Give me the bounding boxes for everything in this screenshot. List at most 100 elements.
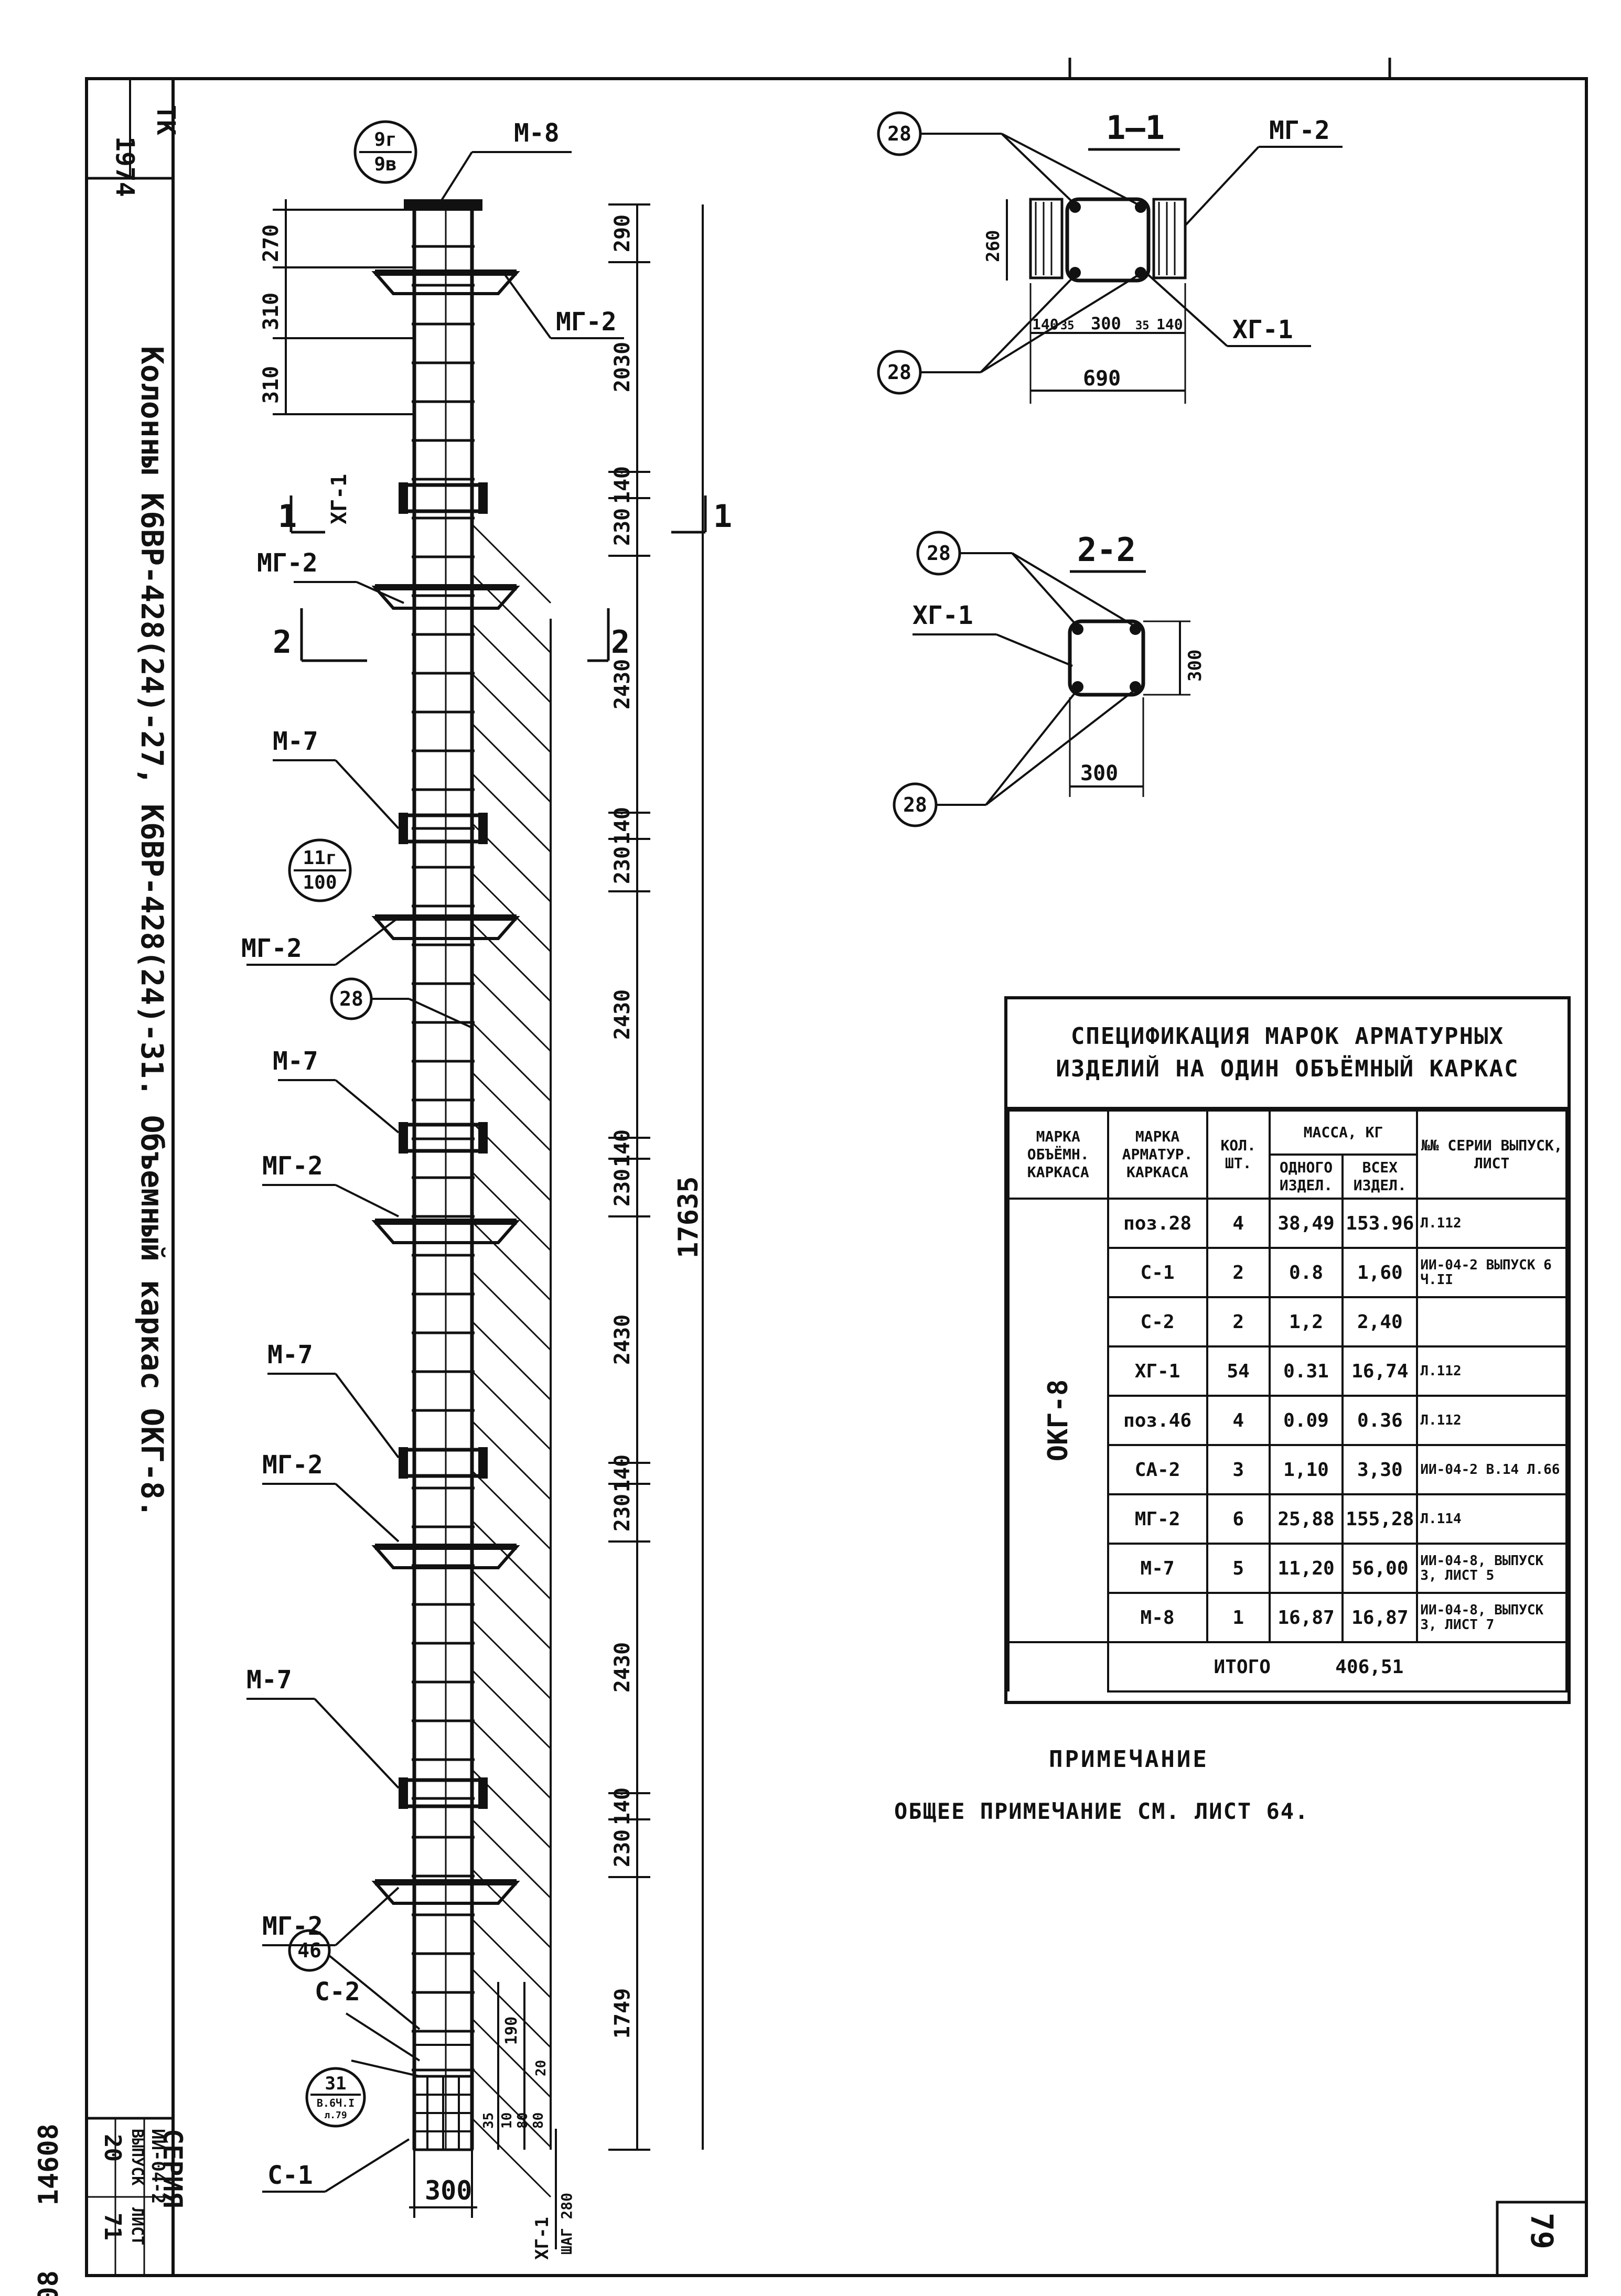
series-value: ИИ-04-2	[147, 2129, 168, 2204]
label-m7-4: М-7	[246, 1665, 292, 1695]
mass-one: 25,88	[1268, 1493, 1344, 1545]
mass-one: 1,2	[1268, 1296, 1344, 1348]
right-dim: 2430	[610, 989, 635, 1040]
right-dim: 140	[610, 1454, 635, 1492]
mass-one: 11,20	[1268, 1543, 1344, 1594]
right-dim: 230	[610, 508, 635, 546]
spec-title-line1: СПЕЦИФИКАЦИЯ МАРОК АРМАТУРНЫХ	[1070, 1023, 1505, 1050]
section-1-title: 1—1	[1106, 109, 1165, 147]
section-1-dim-140b: 140	[1156, 316, 1183, 333]
callout-28: 28	[330, 977, 473, 1029]
left-dim-3: 310	[259, 366, 283, 404]
label-c1: С-1	[267, 2161, 313, 2190]
right-dim: 2430	[610, 1314, 635, 1365]
callout-bottom-num: 31	[325, 2073, 347, 2094]
right-dim: 140	[610, 1129, 635, 1167]
qty: 5	[1206, 1543, 1271, 1594]
mass-all: 153.96	[1341, 1198, 1419, 1249]
left-dim-1: 270	[259, 224, 283, 262]
section-2-title: 2-2	[1077, 531, 1136, 569]
series-label: СЕРИЯ	[157, 2129, 188, 2208]
label-m7-3: М-7	[267, 1340, 313, 1370]
mass-one: 0.8	[1268, 1247, 1344, 1298]
callout-46: 46	[288, 1929, 421, 2030]
section-mark-2-left: 2	[273, 624, 292, 661]
right-dim: 230	[610, 1169, 635, 1206]
cage-mark: МГ-2	[1107, 1493, 1208, 1545]
label-m7-2: М-7	[273, 1047, 318, 1076]
frame-mark-cell: ОКГ-8	[1007, 1198, 1109, 1643]
section-1-mg2: МГ-2	[1269, 116, 1330, 145]
page-number: 79	[1524, 2213, 1560, 2249]
series-ref: ИИ-04-2 ВЫПУСК 6 Ч.II	[1416, 1247, 1568, 1298]
mass-one: 16,87	[1268, 1592, 1344, 1643]
header-series: №№ СЕРИИ ВЫПУСК, ЛИСТ	[1416, 1109, 1568, 1200]
mass-all: 1,60	[1341, 1247, 1419, 1298]
section-2-pos-top: 28	[927, 542, 951, 565]
note-text: ОБЩЕЕ ПРИМЕЧАНИЕ СМ. ЛИСТ 64.	[894, 1798, 1309, 1824]
section-2-xg1: ХГ-1	[913, 601, 973, 630]
bottom-step: ШАГ 280	[558, 2193, 575, 2255]
left-dim-2: 310	[259, 293, 283, 330]
note-title: ПРИМЕЧАНИЕ	[1049, 1746, 1209, 1773]
mass-one: 38,49	[1268, 1198, 1344, 1249]
callout-mid-den: 100	[303, 872, 337, 893]
mass-one: 0.31	[1268, 1345, 1344, 1397]
mass-one: 0.09	[1268, 1395, 1344, 1446]
mass-all: 16,87	[1341, 1592, 1419, 1643]
section-mark-1-left: 1	[278, 498, 297, 535]
mass-all: 56,00	[1341, 1543, 1419, 1594]
right-dim: 140	[610, 466, 635, 504]
callout-top: 9г 9в	[353, 120, 417, 184]
callout-bottom-den2: л.79	[324, 2110, 347, 2121]
series-ref: Л.112	[1416, 1395, 1568, 1446]
total-value: 406,51	[1335, 1656, 1404, 1678]
label-mg2-5: МГ-2	[262, 1912, 323, 1941]
list-value: 71	[99, 2213, 126, 2240]
header-mass-one: ОДНОГО ИЗДЕЛ.	[1268, 1154, 1344, 1200]
right-dim: 140	[610, 1787, 635, 1825]
qty: 1	[1206, 1592, 1271, 1643]
header-frame-mark: МАРКА ОБЪЁМН. КАРКАСА	[1007, 1109, 1109, 1200]
right-dim: 1749	[610, 1988, 635, 2039]
header-mass-all: ВСЕХ ИЗДЕЛ.	[1341, 1154, 1419, 1200]
cage-mark: поз.46	[1107, 1395, 1208, 1446]
bottom-dim-190: 190	[502, 2017, 521, 2045]
bottom-dim-80b: 80	[531, 2112, 546, 2129]
total-label: ИТОГО	[1214, 1656, 1271, 1678]
callout-top-den: 9в	[374, 154, 396, 175]
header-mass: МАССА, КГ	[1268, 1109, 1419, 1156]
section-1-pos-bottom: 28	[887, 361, 911, 384]
section-1-dim-300: 300	[1091, 314, 1121, 333]
right-dim: 230	[610, 846, 635, 884]
section-1-dim-140a: 140	[1032, 316, 1059, 333]
qty: 6	[1206, 1493, 1271, 1545]
mass-one: 1,10	[1268, 1444, 1344, 1495]
qty: 2	[1206, 1247, 1271, 1298]
callout-bottom-den: В.6Ч.I	[317, 2097, 355, 2109]
frame-mark: ОКГ-8	[1042, 1379, 1074, 1462]
right-dim: 140	[610, 807, 635, 845]
total-row: ИТОГО 406,51	[1107, 1641, 1568, 1693]
qty: 3	[1206, 1444, 1271, 1495]
right-dim: 2030	[610, 342, 635, 392]
mass-all: 155,28	[1341, 1493, 1419, 1545]
section-1-dim-h: 260	[983, 230, 1004, 262]
bottom-xg1: ХГ-1	[532, 2217, 553, 2260]
label-mg2-1: МГ-2	[257, 548, 318, 578]
spec-grid: МАРКА ОБЪЁМН. КАРКАСА МАРКА АРМАТУР. КАР…	[1007, 1109, 1568, 1693]
series-ref: ИИ-04-8, ВЫПУСК 3, ЛИСТ 7	[1416, 1592, 1568, 1643]
section-mark-2-right: 2	[611, 624, 630, 661]
callout-mid-num: 11г	[303, 847, 337, 869]
right-dim: 2430	[610, 1642, 635, 1693]
bottom-dim-80a: 80	[515, 2112, 531, 2129]
callout-46-text: 46	[297, 1939, 321, 1962]
series-ref: Л.114	[1416, 1493, 1568, 1545]
mass-all: 3,30	[1341, 1444, 1419, 1495]
header-qty: КОЛ. ШТ.	[1206, 1109, 1271, 1200]
